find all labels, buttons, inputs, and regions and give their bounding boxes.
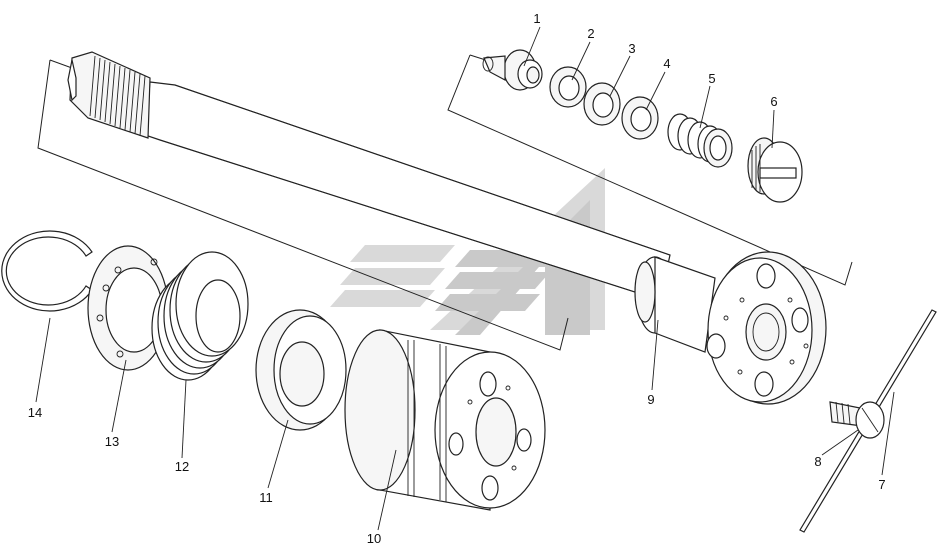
label-part-10: 10: [367, 531, 381, 546]
label-part-5: 5: [708, 71, 715, 86]
label-part-12: 12: [175, 459, 189, 474]
label-part-7: 7: [878, 477, 885, 492]
part-labels: 1 2 3 4 5 6 7 8 9 10 11 12 13 14: [28, 11, 886, 546]
label-part-6: 6: [770, 94, 777, 109]
washer-4: [621, 96, 659, 140]
watermark-logo: [330, 168, 605, 335]
label-part-1: 1: [533, 11, 540, 26]
snap-ring-14: [1, 230, 93, 312]
washer-3: [583, 82, 621, 126]
shaft-bracket: [37, 59, 569, 351]
washer-2: [549, 66, 587, 108]
threaded-cap-6: [747, 137, 803, 203]
label-part-9: 9: [647, 392, 654, 407]
drum-10: [344, 329, 546, 511]
bolt-8: [829, 401, 885, 439]
shaft-collar-9: [634, 256, 716, 353]
shaft-threads: [89, 55, 146, 137]
label-part-4: 4: [663, 56, 670, 71]
label-part-11: 11: [259, 490, 273, 505]
flange-disc: [706, 251, 827, 405]
plate-13: [87, 245, 169, 371]
ring-11: [255, 309, 347, 431]
pin-1: [482, 49, 543, 91]
label-part-3: 3: [628, 41, 635, 56]
spring-5: [667, 113, 733, 168]
coil-spring-12: [151, 251, 249, 381]
label-part-13: 13: [105, 434, 119, 449]
leader-lines: [35, 26, 895, 531]
label-part-2: 2: [587, 26, 594, 41]
label-part-8: 8: [814, 454, 821, 469]
label-part-14: 14: [28, 405, 42, 420]
